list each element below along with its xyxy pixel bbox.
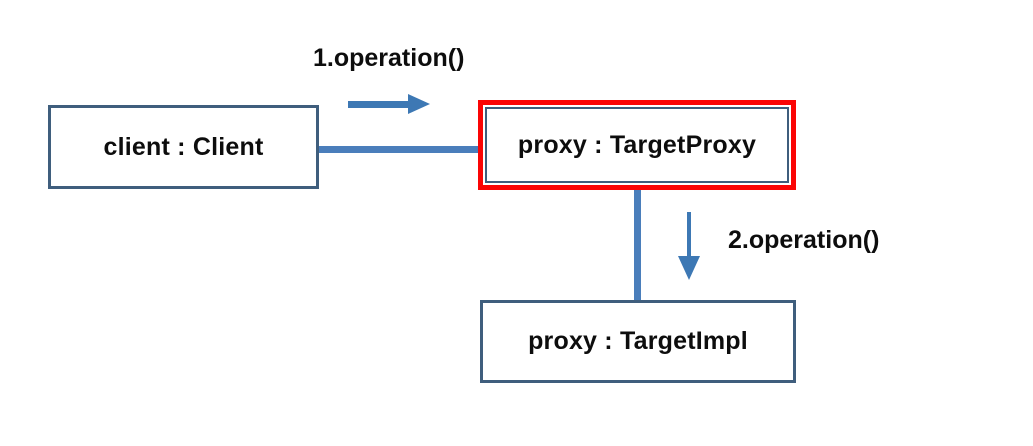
message-label-2: 2.operation() <box>728 226 880 254</box>
association-link-proxy-impl <box>634 188 641 302</box>
object-box-impl-label: proxy : TargetImpl <box>528 327 748 355</box>
object-box-client-label: client : Client <box>103 132 264 161</box>
object-box-proxy-highlighted[interactable]: proxy : TargetProxy <box>478 100 796 190</box>
arrow-head <box>678 256 700 280</box>
message-arrow-down-icon <box>678 212 700 280</box>
object-box-impl[interactable]: proxy : TargetImpl <box>480 300 796 383</box>
object-box-proxy-inner-frame: proxy : TargetProxy <box>485 107 789 183</box>
object-box-proxy-label: proxy : TargetProxy <box>517 130 757 159</box>
arrow-shaft <box>687 212 691 258</box>
object-box-client[interactable]: client : Client <box>48 105 319 189</box>
arrow-head <box>408 94 430 114</box>
arrow-shaft <box>348 101 410 108</box>
message-arrow-right-icon <box>348 94 430 115</box>
message-label-1: 1.operation() <box>313 44 465 72</box>
association-link-client-proxy <box>317 146 481 153</box>
